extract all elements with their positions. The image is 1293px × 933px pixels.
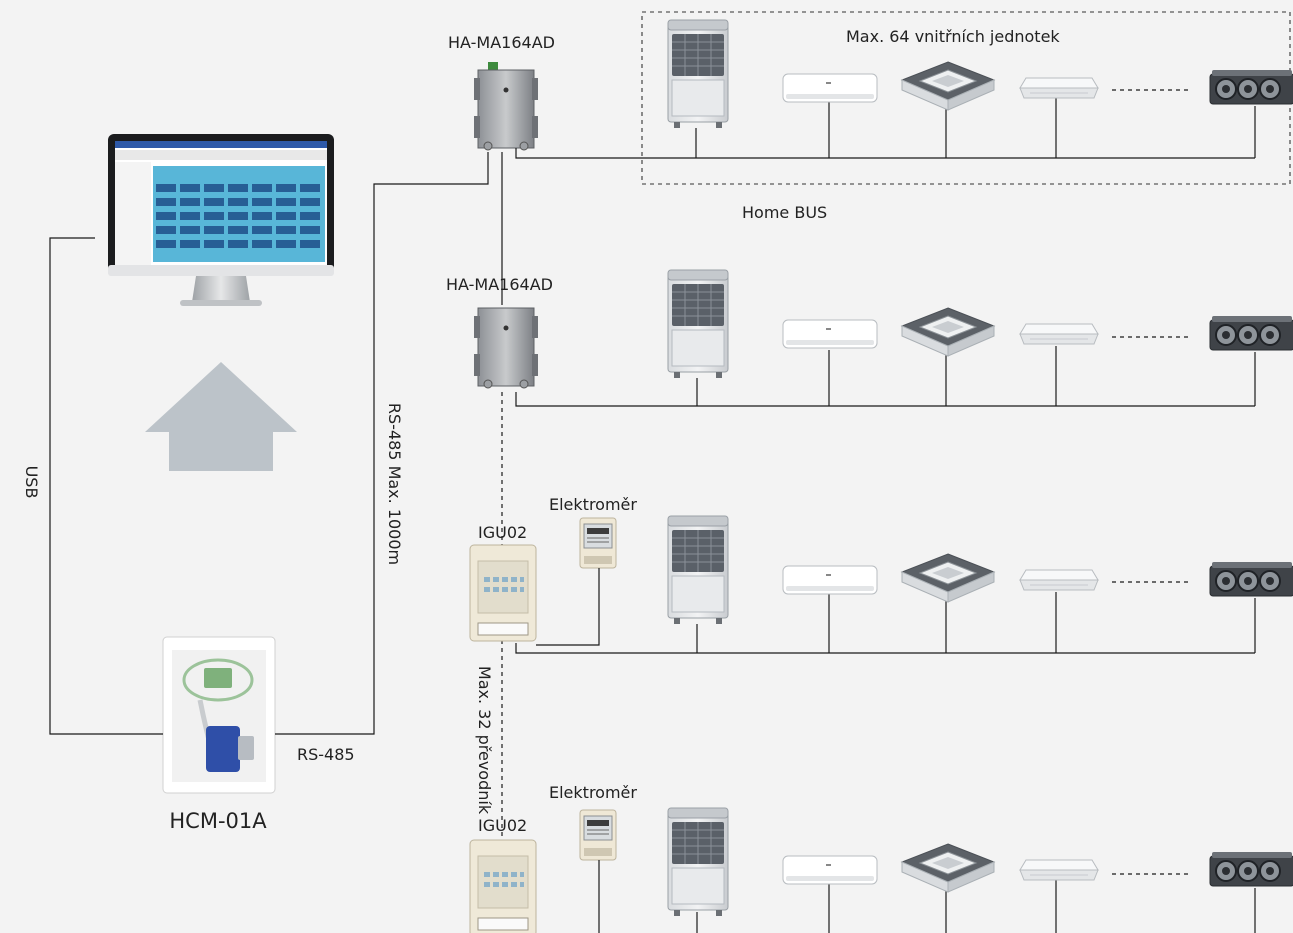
duct-unit-icon: [1209, 561, 1293, 597]
converter-label: IGU02: [478, 816, 527, 835]
meter-label: Elektroměr: [549, 495, 637, 514]
wall-split-icon: [782, 319, 878, 349]
usb-cable: [49, 237, 163, 735]
converter-label: HA-MA164AD: [446, 275, 553, 294]
rs485-label: RS-485: [297, 745, 355, 764]
outdoor-unit-icon: [667, 269, 729, 379]
igu-box-icon: [469, 544, 537, 642]
row-3: IGU02 Elektroměr: [469, 495, 1293, 654]
energy-meter-icon: [579, 517, 617, 569]
meter-label: Elektroměr: [549, 783, 637, 802]
monitor-icon: [108, 134, 334, 306]
duct-unit-icon: [1209, 315, 1293, 351]
hcm-label: HCM-01A: [169, 809, 267, 833]
converter-box-icon: [474, 69, 538, 151]
cassette-unit-icon: [901, 843, 995, 893]
converter-label: IGU02: [478, 523, 527, 542]
igu-box-icon: [469, 839, 537, 933]
cassette-unit-icon: [901, 307, 995, 357]
hcm-adapter-icon: [162, 636, 276, 794]
converter-box-icon: [474, 307, 538, 389]
rs485-cable: [275, 152, 489, 735]
usb-label: USB: [22, 466, 41, 499]
energy-meter-icon: [579, 809, 617, 861]
ceiling-unit-icon: [1019, 569, 1099, 591]
ceiling-unit-icon: [1019, 859, 1099, 881]
wall-split-icon: [782, 565, 878, 595]
ceiling-unit-icon: [1019, 323, 1099, 345]
converter-label: HA-MA164AD: [448, 33, 555, 52]
rs485-max-label: RS-485 Max. 1000m: [385, 403, 404, 565]
outdoor-unit-icon: [667, 515, 729, 625]
outdoor-unit-icon: [667, 19, 729, 129]
duct-unit-icon: [1209, 69, 1293, 105]
home-bus-label: Home BUS: [742, 203, 827, 222]
wall-split-icon: [782, 855, 878, 885]
outdoor-unit-icon: [667, 807, 729, 917]
row-2: HA-MA164AD: [446, 269, 1293, 407]
max-converters-label: Max. 32 převodník: [475, 666, 494, 815]
cassette-unit-icon: [901, 61, 995, 111]
upload-arrow-icon: [145, 362, 297, 471]
row-4: IGU02 Elektroměr: [469, 783, 1293, 933]
indoor-limit-box: [641, 11, 1291, 185]
row-1: HA-MA164AD: [448, 19, 1293, 159]
cassette-unit-icon: [901, 553, 995, 603]
duct-unit-icon: [1209, 851, 1293, 887]
wall-split-icon: [782, 73, 878, 103]
ceiling-unit-icon: [1019, 77, 1099, 99]
max-indoor-label: Max. 64 vnitřních jednotek: [846, 27, 1060, 46]
